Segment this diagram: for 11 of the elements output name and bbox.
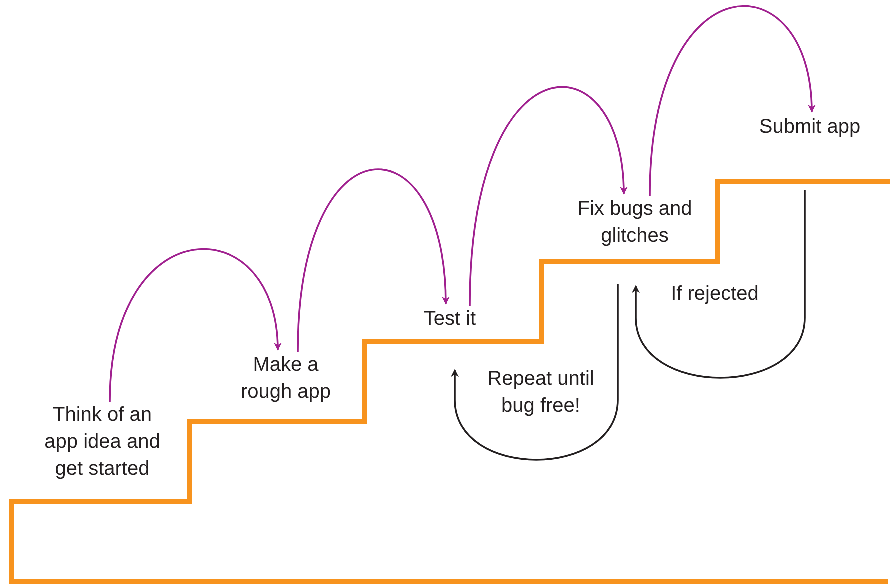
arrow	[469, 86, 628, 306]
step-label: Submit app	[735, 114, 885, 190]
arrow	[109, 249, 282, 402]
step-label: Think of an app idea and get started	[40, 402, 165, 492]
arrow	[649, 6, 816, 196]
step-label: Fix bugs and glitches	[575, 196, 695, 284]
arrow	[632, 190, 806, 379]
arrow	[297, 169, 450, 352]
arrow	[451, 284, 619, 461]
step-label: Make a rough app	[232, 352, 340, 412]
step-label: Test it	[410, 306, 490, 368]
